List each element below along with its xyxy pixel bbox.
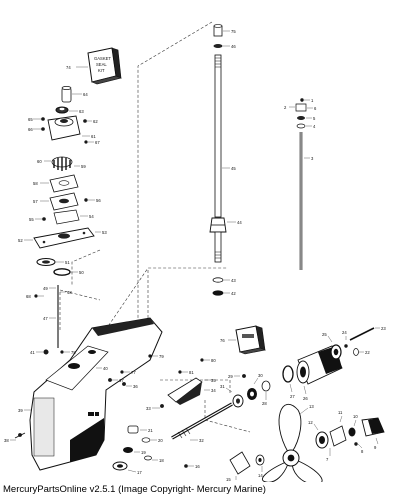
callout-32: 32: [199, 438, 204, 443]
bearing-carrier: 27 26 25 24 23 22: [282, 326, 386, 401]
propeller-shaft: 32 31 30 29 28: [171, 373, 271, 443]
callout-51: 51: [65, 260, 70, 265]
callout-66: 66: [28, 127, 33, 132]
callout-15: 15: [226, 477, 231, 482]
callout-49: 49: [43, 286, 48, 291]
callout-18: 18: [159, 458, 164, 463]
callout-62: 62: [93, 119, 98, 124]
gear-housing-kit-box: 76: [220, 325, 267, 355]
callout-36: 36: [133, 384, 138, 389]
callout-7: 7: [326, 457, 329, 462]
callout-23: 23: [381, 326, 386, 331]
callout-12: 12: [308, 420, 313, 425]
callout-65: 65: [28, 117, 33, 122]
gear-housing: 39 38 41 40 37 36: [4, 317, 163, 471]
callout-22: 22: [365, 350, 370, 355]
callout-16: 16: [195, 464, 200, 469]
callout-4: 4: [313, 124, 316, 129]
callout-81: 81: [189, 370, 194, 375]
callout-8: 8: [361, 449, 364, 454]
callout-26: 26: [303, 396, 308, 401]
callout-40: 40: [103, 366, 108, 371]
callout-43: 43: [231, 278, 236, 283]
callout-52: 52: [18, 238, 23, 243]
callout-2: 2: [284, 105, 287, 110]
housing-top-callouts: 77 78 79 80 81 68 67: [26, 140, 216, 375]
callout-25: 25: [322, 332, 327, 337]
callout-67: 67: [95, 140, 100, 145]
water-pump-stack: 64 63 65 66 62 61 60 59: [18, 86, 107, 348]
callout-57: 57: [33, 199, 38, 204]
callout-5: 5: [313, 116, 316, 121]
callout-28: 28: [262, 401, 267, 406]
callout-29: 29: [228, 374, 233, 379]
trim-tab: 35 34 33: [146, 377, 216, 411]
callout-42: 42: [231, 291, 236, 296]
callout-34: 34: [211, 388, 216, 393]
callout-45: 45: [231, 166, 236, 171]
callout-27: 27: [290, 394, 295, 399]
callout-1: 1: [311, 98, 314, 103]
callout-13: 13: [309, 404, 314, 409]
propeller-assembly: 15 14 13 12 11 10 9 8 7: [226, 403, 385, 482]
callout-61: 61: [91, 134, 96, 139]
callout-46: 46: [231, 44, 236, 49]
small-hardware: 21 20 19 18 17 16: [112, 425, 200, 475]
callout-68: 68: [26, 294, 31, 299]
callout-75: 75: [231, 29, 236, 34]
callout-3: 3: [311, 156, 314, 161]
callout-10: 10: [353, 414, 358, 419]
callout-30: 30: [258, 373, 263, 378]
kit-box-text-1: GASKET: [94, 56, 111, 61]
callout-17: 17: [137, 470, 142, 475]
kit-box-text-2: SEAL: [96, 62, 107, 67]
callout-79: 79: [159, 354, 164, 359]
callout-60: 60: [37, 159, 42, 164]
callout-78: 78: [71, 350, 76, 355]
callout-76: 76: [220, 338, 225, 343]
callout-59: 59: [81, 164, 86, 169]
callout-24: 24: [342, 330, 347, 335]
callout-63: 63: [79, 109, 84, 114]
callout-6: 6: [314, 106, 317, 111]
callout-53: 53: [102, 230, 107, 235]
pinion-gear: [112, 461, 128, 471]
callout-37: 37: [119, 378, 124, 383]
callout-47: 47: [43, 316, 48, 321]
callout-77: 77: [131, 370, 136, 375]
copyright-footer: MercuryPartsOnline v2.5.1 (Image Copyrig…: [3, 484, 266, 495]
callout-38: 38: [4, 438, 9, 443]
callout-41: 41: [30, 350, 35, 355]
callout-33: 33: [146, 406, 151, 411]
callout-11: 11: [338, 410, 343, 415]
callout-64: 64: [83, 92, 88, 97]
callout-54: 54: [89, 214, 94, 219]
callout-48: 48: [67, 290, 72, 295]
callout-58: 58: [33, 181, 38, 186]
callout-56: 56: [96, 198, 101, 203]
callout-50: 50: [79, 270, 84, 275]
callout-35: 35: [211, 378, 216, 383]
callout-31: 31: [220, 384, 225, 389]
exploded-parts-diagram: GASKET SEAL KIT 74 76 64 63 65 66: [4, 21, 386, 482]
propeller: [261, 403, 323, 482]
callout-74: 74: [66, 65, 71, 70]
callout-21: 21: [148, 428, 153, 433]
callout-9: 9: [374, 445, 377, 450]
callout-20: 20: [158, 438, 163, 443]
gasket-seal-kit-box: GASKET SEAL KIT 74: [66, 47, 122, 85]
callout-19: 19: [141, 450, 146, 455]
callout-44: 44: [237, 220, 242, 225]
drive-shaft: 75 46 45 44 43 42: [209, 24, 242, 296]
callout-14: 14: [258, 473, 263, 478]
shift-shaft: 1 2 6 5 4 3: [284, 98, 317, 270]
callout-80: 80: [211, 358, 216, 363]
callout-55: 55: [29, 217, 34, 222]
callout-39: 39: [18, 408, 23, 413]
kit-box-text-3: KIT: [98, 68, 105, 73]
